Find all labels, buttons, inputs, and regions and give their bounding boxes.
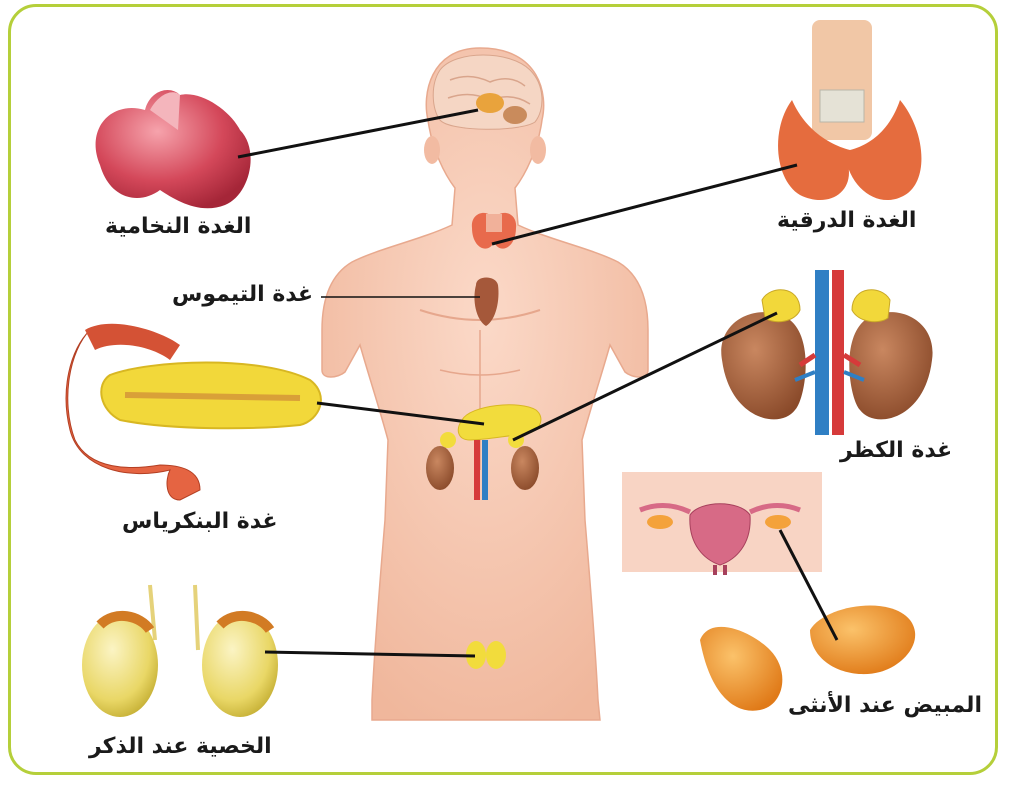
human-body <box>322 48 648 720</box>
ovary-illustration <box>622 472 915 711</box>
label-adrenal: غدة الكظر <box>840 438 952 463</box>
adrenal-illustration <box>721 270 932 435</box>
thyroid-illustration <box>778 20 921 200</box>
label-thymus: غدة التيموس <box>172 282 313 307</box>
label-pituitary: الغدة النخامية <box>105 214 251 239</box>
label-thyroid: الغدة الدرقية <box>777 208 916 233</box>
testes-illustration <box>82 585 278 717</box>
leader-thyroid <box>492 165 797 244</box>
pancreas-illustration <box>66 324 321 500</box>
label-pancreas: غدة البنكرياس <box>122 509 278 534</box>
pituitary-illustration <box>96 90 251 208</box>
label-testis: الخصية عند الذكر <box>89 734 272 759</box>
label-ovary: المبيض عند الأنثى <box>788 693 982 718</box>
brain <box>433 55 542 129</box>
